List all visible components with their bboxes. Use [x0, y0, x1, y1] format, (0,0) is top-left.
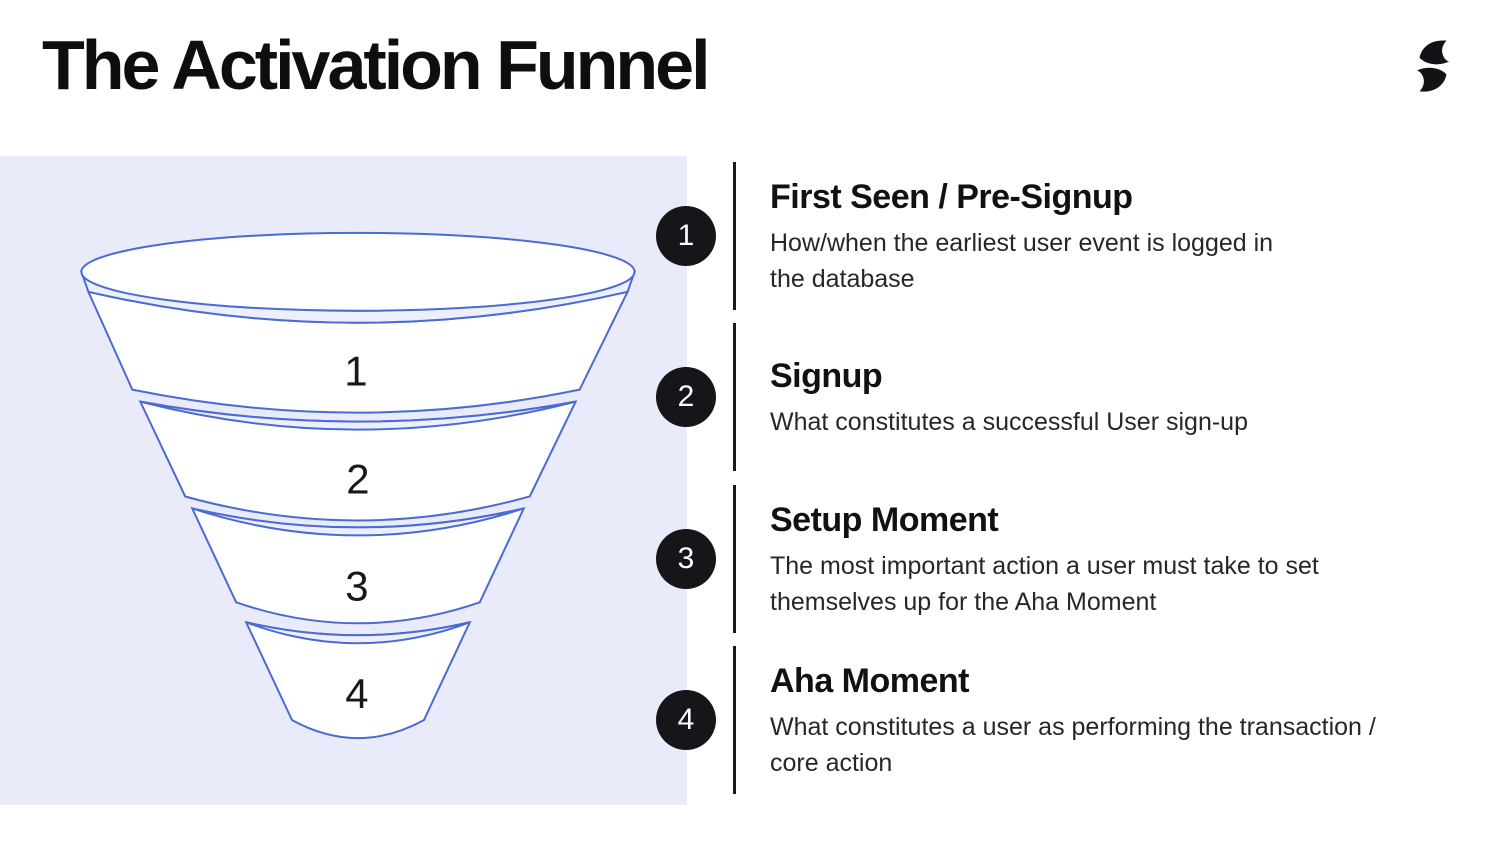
stage-4-content: Aha Moment What constitutes a user as pe… [656, 660, 1446, 781]
stage-4-description-line-2: core action [770, 748, 893, 777]
funnel-label-3: 3 [345, 562, 368, 609]
funnel-panel: 1 2 3 4 [0, 156, 687, 805]
funnel-rim-2 [140, 400, 576, 431]
stage-list: 1 First Seen / Pre-Signup How/when the e… [656, 0, 1500, 844]
stage-2-heading: Signup [770, 356, 883, 395]
funnel-label-1: 1 [344, 348, 367, 395]
stage-3-description-line-1: The most important action a user must ta… [770, 551, 1319, 580]
funnel-diagram: 1 2 3 4 [79, 231, 637, 739]
stage-1-description: How/when the earliest user event is logg… [770, 225, 1446, 297]
stage-4-description-line-1: What constitutes a user as performing th… [770, 712, 1376, 741]
stage-3-content: Setup Moment The most important action a… [656, 499, 1446, 620]
swirl-brand-logo-icon [1416, 40, 1450, 92]
stage-2-description: What constitutes a successful User sign-… [770, 404, 1446, 440]
funnel-mouth [80, 231, 636, 312]
stage-signup: 2 Signup What constitutes a successful U… [656, 323, 1446, 471]
stage-4-number-badge: 4 [656, 690, 716, 750]
stage-1-divider [733, 162, 736, 310]
stage-4-divider [733, 646, 736, 794]
stage-2-number-badge: 2 [656, 367, 716, 427]
stage-setup-moment: 3 Setup Moment The most important action… [656, 485, 1446, 633]
funnel-label-2: 2 [346, 455, 369, 502]
stage-4-heading: Aha Moment [770, 661, 970, 700]
stage-2-content: Signup What constitutes a successful Use… [656, 355, 1446, 440]
page-title: The Activation Funnel [42, 26, 711, 104]
stage-3-divider [733, 485, 736, 633]
stage-3-description: The most important action a user must ta… [770, 548, 1446, 620]
stage-1-number-badge: 1 [656, 206, 716, 266]
funnel-rim-3 [191, 507, 525, 537]
stage-aha-moment: 4 Aha Moment What constitutes a user as … [656, 646, 1446, 794]
stage-2-description-line-1: What constitutes a successful User sign-… [770, 407, 1248, 436]
stage-1-description-line-2: the database [770, 264, 915, 293]
stage-2-divider [733, 323, 736, 471]
stage-3-heading: Setup Moment [770, 500, 999, 539]
stage-4-description: What constitutes a user as performing th… [770, 709, 1446, 781]
stage-3-description-line-2: themselves up for the Aha Moment [770, 587, 1157, 616]
stage-1-heading: First Seen / Pre-Signup [770, 177, 1133, 216]
funnel-label-4: 4 [345, 670, 368, 717]
stage-first-seen: 1 First Seen / Pre-Signup How/when the e… [656, 162, 1446, 310]
stage-1-content: First Seen / Pre-Signup How/when the ear… [656, 176, 1446, 297]
funnel-rim-4 [245, 621, 471, 645]
stage-1-description-line-1: How/when the earliest user event is logg… [770, 228, 1274, 257]
stage-3-number-badge: 3 [656, 529, 716, 589]
